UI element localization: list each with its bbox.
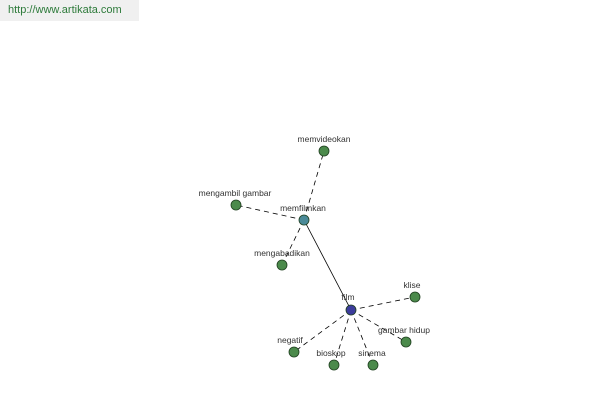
edge-film-bioskop <box>333 309 352 366</box>
edge-film-negatif <box>293 309 352 353</box>
edge-film-klise <box>350 296 416 311</box>
labels-layer: film memfilmkan memvideokan mengambil gamba… <box>199 134 431 358</box>
node-label-mengabadikan: mengabadikan <box>254 248 310 258</box>
edge-memfilmkan-mengabadikan <box>281 219 305 266</box>
node-sinema[interactable] <box>367 359 379 371</box>
edge-memfilmkan-mengambil-gambar <box>235 204 305 221</box>
node-klise[interactable] <box>409 291 421 303</box>
node-label-gambar-hidup: gambar hidup <box>378 325 430 335</box>
node-label-mengambil-gambar: mengambil gambar <box>199 188 272 198</box>
node-bioskop[interactable] <box>328 359 340 371</box>
node-label-sinema: sinema <box>358 348 386 358</box>
nodes-layer <box>230 145 421 371</box>
node-memvideokan[interactable] <box>318 145 330 157</box>
node-memfilmkan[interactable] <box>298 214 310 226</box>
source-link[interactable]: http://www.artikata.com <box>0 0 139 21</box>
node-negatif[interactable] <box>288 346 300 358</box>
node-label-memvideokan: memvideokan <box>298 134 351 144</box>
node-label-memfilmkan: memfilmkan <box>280 203 326 213</box>
edge-film-sinema <box>350 309 374 366</box>
node-label-klise: klise <box>403 280 420 290</box>
node-mengambil-gambar[interactable] <box>230 199 242 211</box>
node-label-film: film <box>341 292 354 302</box>
edge-memfilmkan-memvideokan <box>303 150 325 221</box>
edges-layer <box>235 150 416 366</box>
node-film[interactable] <box>345 304 357 316</box>
node-label-bioskop: bioskop <box>316 348 346 358</box>
node-label-negatif: negatif <box>277 335 303 345</box>
edge-memfilmkan-film <box>303 219 352 311</box>
node-mengabadikan[interactable] <box>276 259 288 271</box>
node-gambar-hidup[interactable] <box>400 336 412 348</box>
edge-film-gambar-hidup <box>350 309 407 343</box>
